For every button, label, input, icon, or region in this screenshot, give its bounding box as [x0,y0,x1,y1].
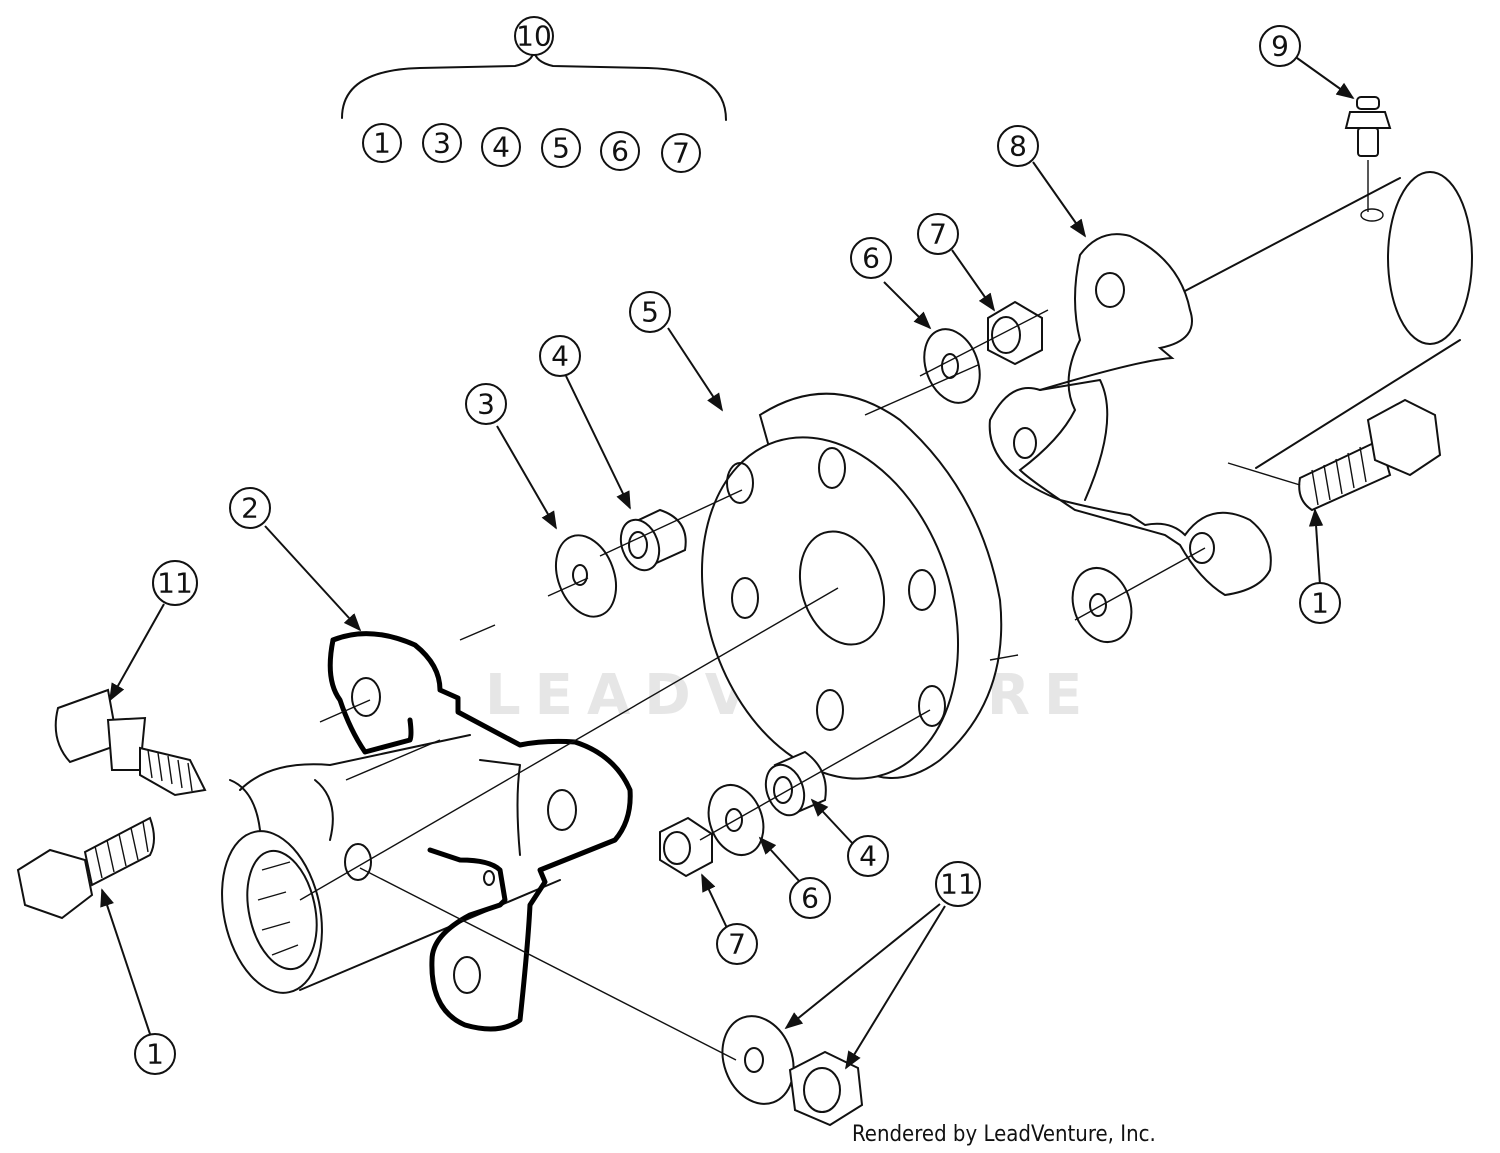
svg-text:1: 1 [146,1038,164,1071]
callout-7-lower: 7 [716,923,758,965]
svg-text:4: 4 [492,131,510,164]
callout-8: 8 [997,125,1039,167]
svg-text:11: 11 [157,567,193,600]
callout-6-lower: 6 [789,877,831,919]
kit-label: 10 [514,16,554,56]
hub-flange-8 [988,171,1473,597]
callout-leaders [100,57,1355,1070]
callout-1-left: 1 [134,1033,176,1075]
kit-item-5: 5 [541,128,581,168]
spacer-4-lower [764,750,827,817]
svg-text:1: 1 [1311,587,1329,620]
callout-9: 9 [1259,25,1301,67]
svg-text:10: 10 [516,20,552,53]
callout-3: 3 [465,383,507,425]
svg-text:8: 8 [1009,130,1027,163]
hub-flange-2 [221,631,633,1032]
callout-6-upper: 6 [850,237,892,279]
callout-1-right: 1 [1299,582,1341,624]
kit-item-4: 4 [481,127,521,167]
washer-6-upper [923,328,981,404]
svg-text:6: 6 [801,882,819,915]
svg-text:7: 7 [728,928,746,961]
kit-item-6: 6 [600,131,640,171]
callout-5: 5 [629,291,671,333]
render-credit: Rendered by LeadVenture, Inc. [852,1122,1156,1147]
assembly-lines [299,309,1301,1061]
nut-7-lower [659,816,713,878]
coupling-disc-5 [700,392,1003,780]
svg-text:2: 2 [241,492,259,525]
grease-fitting-9 [1344,96,1392,212]
svg-text:9: 9 [1271,30,1289,63]
svg-text:6: 6 [611,135,629,168]
kit-contents: 1 3 4 5 6 7 [362,123,701,173]
spacer-4-upper [619,508,687,572]
washer-3 [555,534,617,618]
svg-text:6: 6 [862,242,880,275]
svg-text:11: 11 [940,868,976,901]
svg-text:7: 7 [929,218,947,251]
svg-text:4: 4 [859,840,877,873]
svg-text:4: 4 [551,340,569,373]
part-callouts: 9 8 7 6 5 4 3 2 11 1 1 4 6 7 11 [134,25,1341,1075]
callout-11-lower: 11 [935,861,981,907]
callout-2: 2 [229,487,271,529]
svg-text:7: 7 [672,137,690,170]
shoulder-bolt-11 [54,688,207,797]
kit-brace [341,49,727,121]
svg-text:5: 5 [552,132,570,165]
callout-4-upper: 4 [539,335,581,377]
svg-text:3: 3 [477,388,495,421]
svg-text:1: 1 [373,127,391,160]
callout-7-upper: 7 [917,213,959,255]
kit-item-3: 3 [422,123,462,163]
bolt-1-left [16,816,155,920]
callout-4-lower: 4 [847,835,889,877]
washer-nut-11 [721,1015,864,1127]
svg-text:5: 5 [641,296,659,329]
kit-item-1: 1 [362,123,402,163]
kit-item-7: 7 [661,133,701,173]
nut-7-upper [987,300,1043,366]
kit-group [341,49,727,121]
callout-11-upper: 11 [152,560,198,606]
bolt-1-right [1298,398,1442,512]
svg-text:3: 3 [433,127,451,160]
